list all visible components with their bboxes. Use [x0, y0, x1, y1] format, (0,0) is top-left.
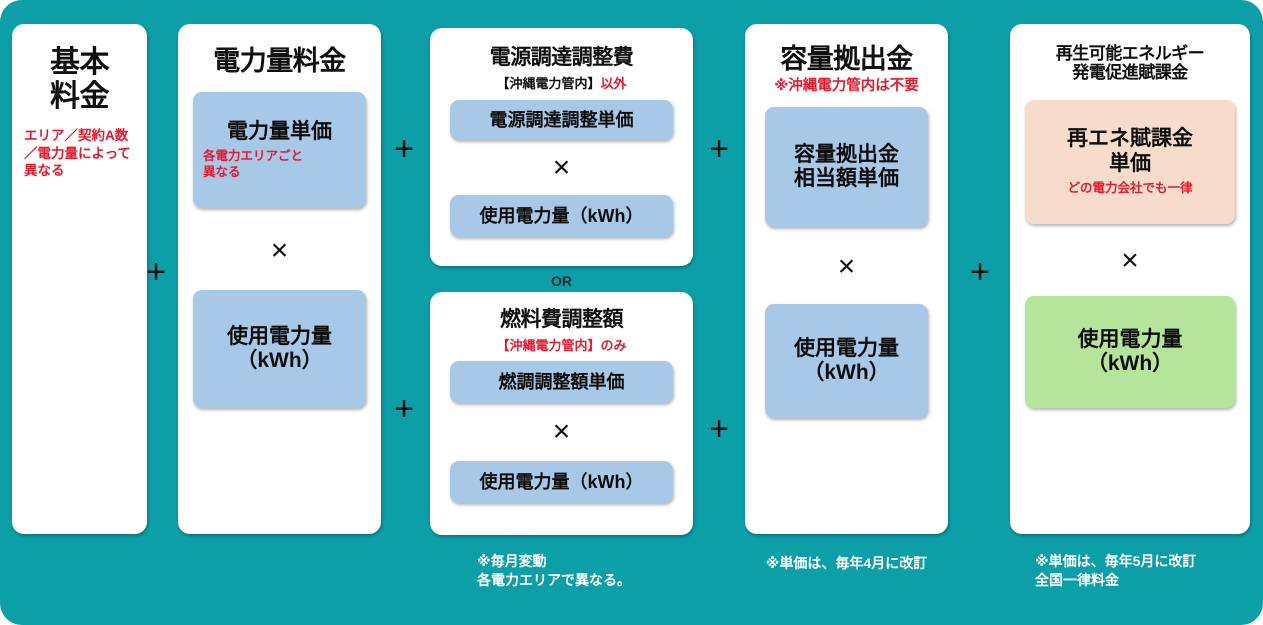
fuel-adjustment-subtitle: 【沖縄電力管内】のみ	[496, 337, 627, 353]
times-operator-col5: ×	[1121, 244, 1139, 278]
energy-unit-price-note: 各電力エリアごと 異なる	[203, 149, 304, 179]
power-procurement-unit-label: 電源調達調整単価	[489, 109, 634, 130]
renewable-levy-unit-note: どの電力会社でも一律	[1067, 181, 1193, 196]
plus-operator-3: +	[394, 390, 414, 428]
card-renewable-levy: 再生可能エネルギー 発電促進賦課金 再エネ賦課金 単価 どの電力会社でも一律 ×…	[1010, 24, 1250, 534]
capacity-unit-price-box: 容量拠出金 相当額単価	[765, 106, 928, 227]
or-operator: OR	[551, 273, 572, 289]
basic-charge-title: 基本 料金	[50, 46, 110, 113]
renewable-levy-footnote: ※単価は、毎年5月に改訂 全国一律料金	[1035, 553, 1197, 588]
card-power-procurement: 電源調達調整費 【沖縄電力管内】以外 電源調達調整単価 × 使用電力量（kWh）	[430, 28, 693, 266]
power-procurement-subtitle-black: 【沖縄電力管内】	[496, 75, 601, 91]
renewable-levy-unit-box: 再エネ賦課金 単価 どの電力会社でも一律	[1025, 100, 1235, 225]
fuel-adjustment-unit-box: 燃調調整額単価	[450, 361, 673, 404]
power-procurement-usage-box: 使用電力量（kWh）	[450, 195, 673, 238]
renewable-levy-title: 再生可能エネルギー 発電促進賦課金	[1055, 44, 1205, 83]
times-operator-col2: ×	[270, 234, 289, 268]
card-fuel-adjustment: 燃料費調整額 【沖縄電力管内】のみ 燃調調整額単価 × 使用電力量（kWh）	[430, 292, 693, 535]
card-capacity-contribution: 容量拠出金 ※沖縄電力管内は不要 容量拠出金 相当額単価 × 使用電力量 （kW…	[745, 24, 948, 534]
plus-operator-5: +	[709, 410, 729, 448]
plus-operator-4: +	[709, 130, 729, 168]
card-basic-charge: 基本 料金 エリア／契約A数 ／電力量によって 異なる	[12, 24, 147, 534]
capacity-contribution-footnote: ※単価は、毎年4月に改訂	[765, 555, 928, 571]
renewable-levy-usage-box: 使用電力量 （kWh）	[1025, 296, 1235, 409]
fuel-adjustment-title: 燃料費調整額	[500, 308, 624, 331]
capacity-usage-label: 使用電力量 （kWh）	[794, 336, 899, 384]
power-procurement-unit-box: 電源調達調整単価	[450, 100, 673, 141]
basic-charge-note: エリア／契約A数 ／電力量によって 異なる	[24, 128, 131, 179]
capacity-usage-box: 使用電力量 （kWh）	[765, 303, 928, 418]
renewable-levy-usage-label: 使用電力量 （kWh）	[1077, 327, 1183, 376]
energy-unit-price-box: 電力量単価 各電力エリアごと 異なる	[193, 92, 366, 209]
plus-operator-6: +	[970, 253, 990, 291]
plus-operator-1: +	[146, 253, 166, 291]
power-procurement-subtitle-red: 以外	[600, 75, 627, 91]
capacity-contribution-title: 容量拠出金	[780, 44, 913, 74]
fuel-adjustment-footnote: ※毎月変動 各電力エリアで異なる。	[477, 553, 631, 588]
times-operator-col3b: ×	[552, 415, 571, 449]
renewable-levy-unit-label: 再エネ賦課金 単価	[1067, 127, 1193, 175]
energy-charge-title: 電力量料金	[213, 46, 346, 76]
energy-unit-price-label: 電力量単価	[227, 119, 332, 143]
power-procurement-usage-label: 使用電力量（kWh）	[479, 205, 644, 226]
fuel-adjustment-unit-label: 燃調調整額単価	[498, 371, 625, 392]
power-procurement-title: 電源調達調整費	[489, 46, 634, 69]
capacity-unit-price-label: 容量拠出金 相当額単価	[794, 142, 899, 190]
energy-usage-box: 使用電力量 （kWh）	[193, 290, 366, 409]
power-procurement-subtitle: 【沖縄電力管内】以外	[496, 76, 626, 92]
times-operator-col4: ×	[837, 249, 856, 283]
fuel-adjustment-usage-box: 使用電力量（kWh）	[450, 461, 673, 504]
capacity-contribution-subtitle: ※沖縄電力管内は不要	[774, 78, 919, 95]
times-operator-col3a: ×	[552, 151, 571, 185]
fuel-adjustment-usage-label: 使用電力量（kWh）	[479, 471, 644, 492]
energy-usage-label: 使用電力量 （kWh）	[227, 324, 332, 373]
plus-operator-2: +	[394, 130, 414, 168]
card-energy-charge: 電力量料金 電力量単価 各電力エリアごと 異なる × 使用電力量 （kWh）	[178, 24, 381, 534]
